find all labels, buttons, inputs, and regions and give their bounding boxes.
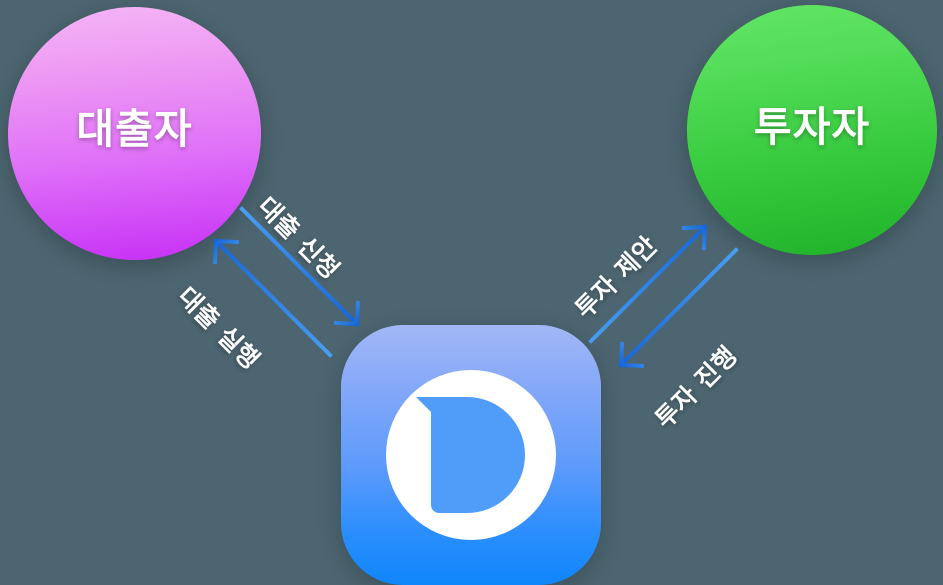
flow-label-loan-request: 대출 신청: [251, 191, 346, 286]
app-icon-d-logo: [386, 370, 556, 540]
flow-label-invest-execute: 투자 진행: [649, 340, 744, 435]
actor-investor-label: 투자자: [753, 103, 871, 151]
actor-investor[interactable]: 투자자: [687, 5, 937, 255]
flow-label-loan-execute: 대출 실행: [171, 281, 266, 376]
flow-label-invest-propose: 투자 제안: [569, 230, 664, 325]
actor-borrower[interactable]: 대출자: [8, 7, 261, 260]
actor-borrower-label: 대출자: [76, 104, 193, 153]
platform-app-icon[interactable]: [341, 325, 601, 585]
